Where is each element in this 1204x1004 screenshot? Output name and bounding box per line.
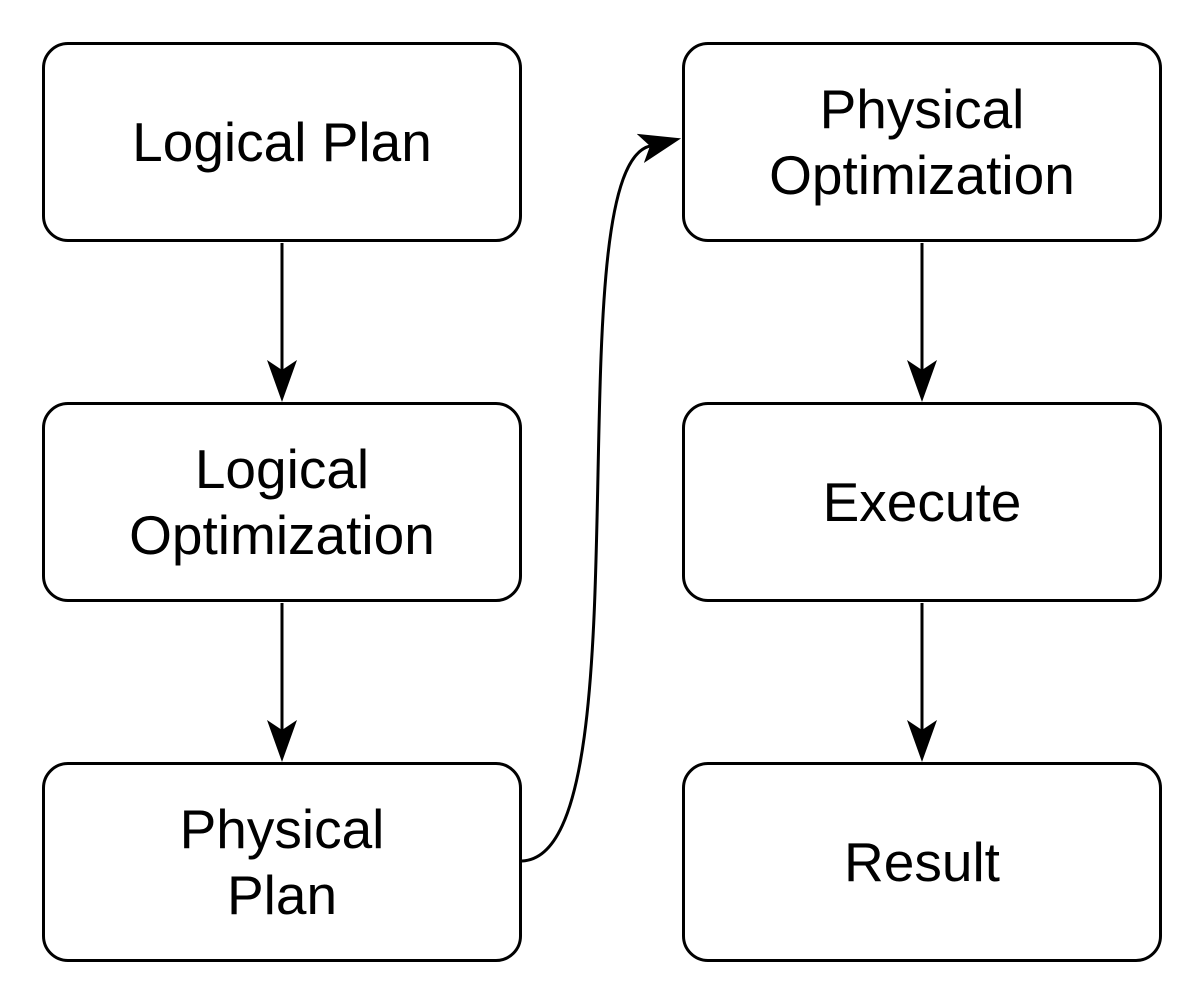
node-logical-plan-label: Logical Plan — [132, 111, 432, 173]
node-logical-optimization-label: Logical Optimization — [129, 438, 435, 566]
node-logical-plan: Logical Plan — [42, 42, 522, 242]
node-execute-label: Execute — [822, 471, 1022, 533]
edge-physical-plan-to-physical-optimization — [521, 133, 682, 863]
node-physical-plan-label: Physical Plan — [179, 798, 385, 926]
node-execute: Execute — [682, 402, 1162, 602]
node-logical-optimization: Logical Optimization — [42, 402, 522, 602]
node-physical-optimization-label: Physical Optimization — [769, 78, 1075, 206]
node-result-label: Result — [844, 831, 1000, 893]
node-physical-optimization: Physical Optimization — [682, 42, 1162, 242]
node-result: Result — [682, 762, 1162, 962]
node-physical-plan: Physical Plan — [42, 762, 522, 962]
